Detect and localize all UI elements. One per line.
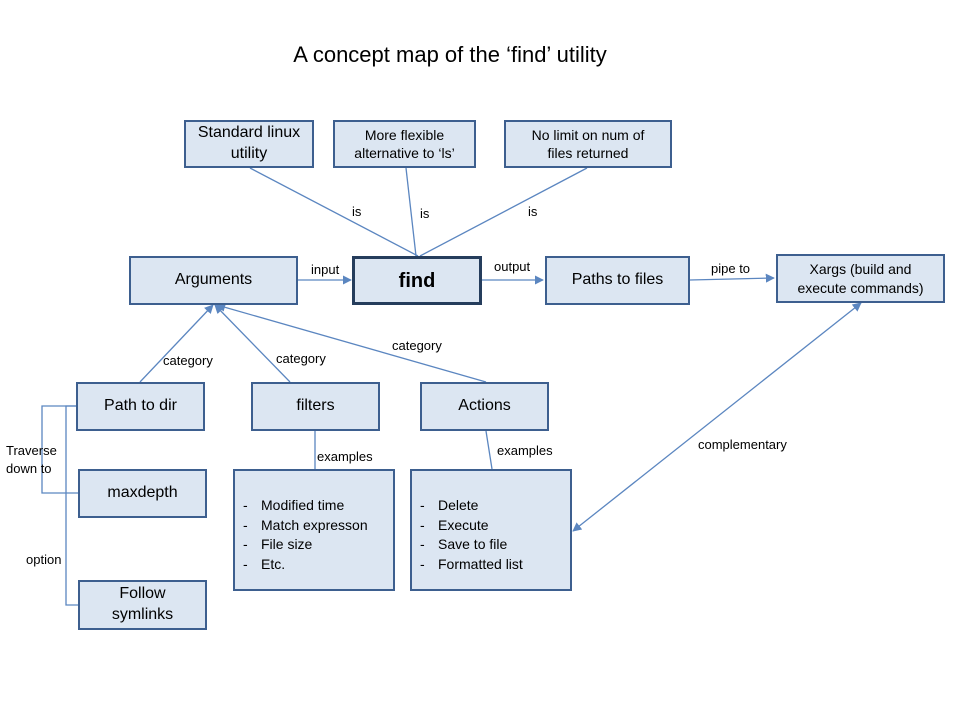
edge-nolimit-find [419, 167, 588, 257]
example-item: -File size [243, 535, 393, 555]
node-standard-linux-utility: Standard linux utility [184, 120, 314, 168]
edge-actions-arguments [216, 302, 487, 383]
actions-examples-box: -Delete-Execute-Save to file-Formatted l… [410, 469, 572, 591]
node-filters: filters [251, 382, 380, 431]
node-paths-to-files: Paths to files [545, 256, 690, 305]
edge-option-bracket [65, 405, 78, 606]
node-xargs: Xargs (build and execute commands) [776, 254, 945, 303]
list-bullet: - [243, 536, 248, 552]
example-item: -Formatted list [420, 555, 570, 575]
example-text: Formatted list [438, 555, 523, 572]
edge-label-pipe-to: pipe to [711, 261, 751, 276]
edge-label-complementary: complementary [698, 437, 787, 452]
node-flexible-alternative: More flexible alternative to ‘ls’ [333, 120, 476, 168]
edge-label-output: output [494, 259, 531, 274]
edge-label-examples-actions: examples [497, 443, 553, 458]
example-item: -Save to file [420, 535, 570, 555]
example-item: -Match expresson [243, 516, 393, 536]
node-find: find [352, 256, 482, 305]
example-item: -Modified time [243, 496, 393, 516]
edge-label-is-standard: is [352, 204, 362, 219]
list-bullet: - [243, 497, 248, 513]
edge-label-option: option [26, 552, 62, 567]
node-no-limit: No limit on num of files returned [504, 120, 672, 168]
example-text: Delete [438, 497, 479, 513]
node-path-to-dir: Path to dir [76, 382, 205, 431]
node-follow-symlinks: Follow symlinks [78, 580, 207, 630]
edge-label-category-filters: category [276, 351, 326, 366]
diagram-title: A concept map of the ‘find’ utility [293, 42, 607, 67]
edge-label-is-nolimit: is [528, 204, 538, 219]
edge-standard-find [249, 167, 419, 257]
list-bullet: - [420, 497, 425, 513]
edge-label-examples-filters: examples [317, 449, 373, 464]
edge-flexible-find [405, 167, 417, 257]
example-item: -Execute [420, 516, 570, 536]
list-bullet: - [420, 555, 425, 572]
filters-examples-list: -Modified time-Match expresson-File size… [243, 496, 393, 574]
edge-label-input: input [311, 262, 340, 277]
edge-label-category-actions: category [392, 338, 442, 353]
edge-label-traverse-down-to: Traverse down to [6, 443, 57, 476]
edge-label-is-flexible: is [420, 206, 430, 221]
list-bullet: - [420, 536, 425, 552]
example-text: Etc. [261, 555, 286, 572]
node-maxdepth: maxdepth [78, 469, 207, 518]
example-text: Save to file [438, 536, 508, 552]
edge-pathdir-arguments [139, 304, 214, 383]
list-bullet: - [420, 516, 425, 533]
example-item: -Etc. [243, 555, 393, 575]
edge-label-category-pathdir: category [163, 353, 213, 368]
edge-actions-examples [485, 430, 493, 470]
edge-paths-xargs [689, 273, 775, 283]
list-bullet: - [243, 555, 248, 572]
node-actions: Actions [420, 382, 549, 431]
list-bullet: - [243, 516, 248, 533]
edge-traverse-bracket [41, 405, 78, 494]
edge-filters-arguments [214, 304, 291, 383]
node-arguments: Arguments [129, 256, 298, 305]
actions-examples-list: -Delete-Execute-Save to file-Formatted l… [420, 496, 570, 574]
example-text: Execute [438, 516, 489, 533]
example-text: Match expresson [261, 516, 368, 533]
filters-examples-box: -Modified time-Match expresson-File size… [233, 469, 395, 591]
example-text: File size [261, 536, 313, 552]
edge-complementary [572, 302, 862, 532]
example-item: -Delete [420, 496, 570, 516]
example-text: Modified time [261, 497, 345, 513]
